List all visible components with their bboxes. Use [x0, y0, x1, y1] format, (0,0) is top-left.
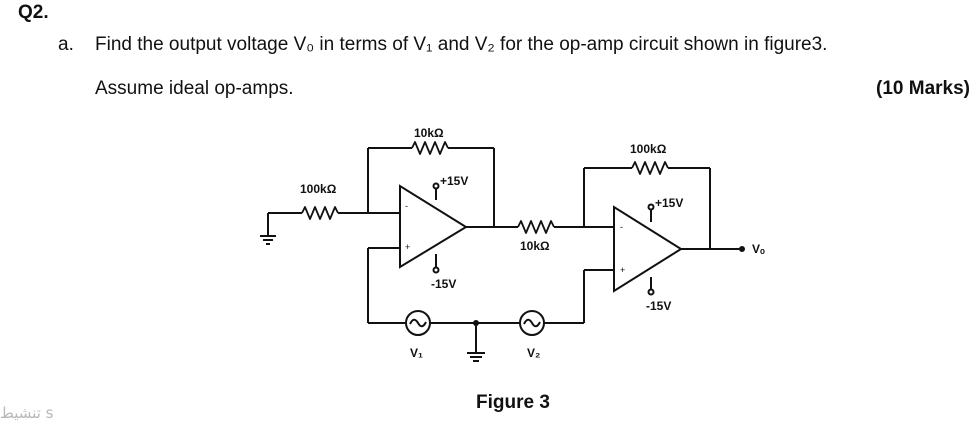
ground-symbol-left — [260, 213, 276, 245]
opamp-1-negative-supply: -15V — [431, 277, 456, 291]
resistor-100k-input-label: 100kΩ — [300, 182, 337, 196]
resistor-100k-input — [301, 206, 339, 220]
resistor-10k-feedback — [411, 141, 449, 155]
source-v1-label: V₁ — [410, 346, 423, 360]
resistor-10k-series-label: 10kΩ — [520, 239, 550, 253]
opamp-1-positive-supply: +15V — [440, 174, 468, 188]
opamp-2-negative-supply: -15V — [646, 299, 671, 313]
opamp-1-plus-sign: + — [405, 242, 410, 252]
resistor-100k-feedback-label: 100kΩ — [630, 142, 667, 156]
question-text-line-1: Find the output voltage V₀ in terms of V… — [95, 34, 828, 55]
opamp-2-positive-supply: +15V — [655, 196, 683, 210]
figure-caption: Figure 3 — [476, 392, 550, 413]
resistor-10k-series — [517, 220, 555, 234]
question-text-line-2: Assume ideal op-amps. — [95, 78, 294, 99]
opamp-1 — [399, 184, 468, 269]
opamp-2-plus-sign: + — [620, 265, 625, 275]
part-label: a. — [58, 34, 74, 55]
opamp-2-minus-sign: - — [620, 222, 623, 232]
source-v2-label: V₂ — [527, 346, 540, 360]
output-terminal — [739, 246, 745, 252]
ground-symbol-center — [467, 323, 485, 362]
resistor-100k-feedback — [631, 161, 669, 175]
marks-label: (10 Marks) — [876, 78, 970, 99]
resistor-10k-feedback-label: 10kΩ — [414, 126, 444, 140]
opamp-2 — [613, 205, 683, 293]
watermark-text: تنشيط s — [0, 404, 54, 422]
output-label: Vₒ — [752, 242, 765, 256]
opamp-1-minus-sign: - — [405, 201, 408, 211]
question-number: Q2. — [18, 2, 49, 23]
